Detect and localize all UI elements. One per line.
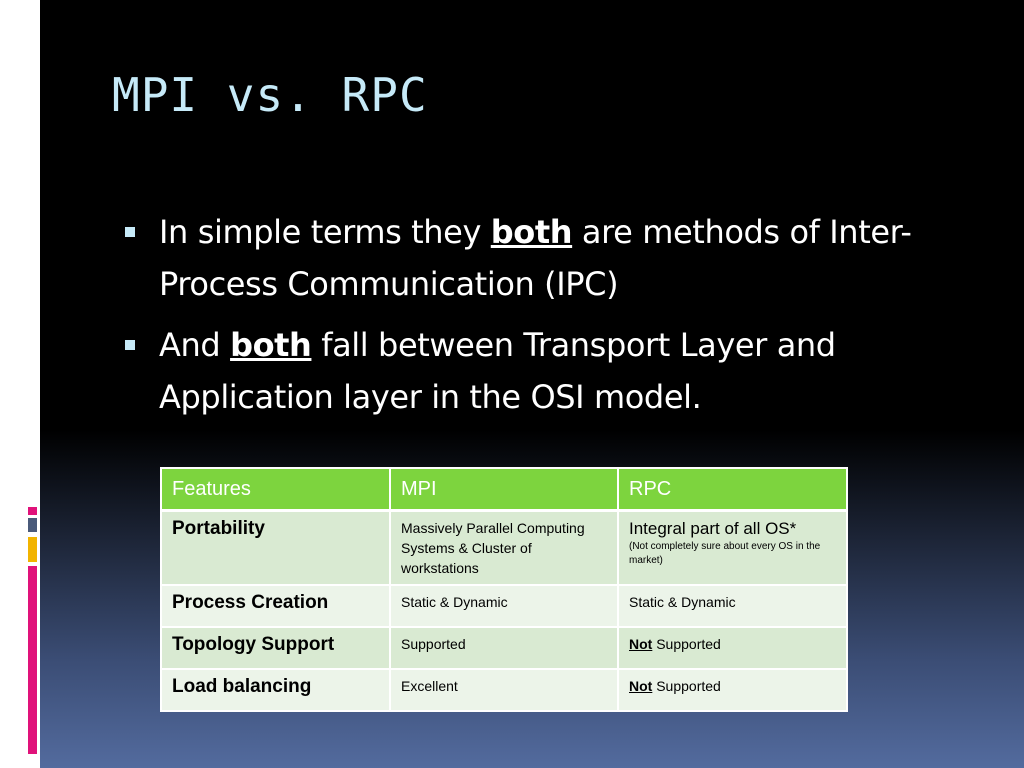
decor-pink-bar (28, 566, 37, 754)
header-rpc: RPC (617, 467, 848, 512)
rpc-not-emphasis: Not (629, 678, 653, 694)
bullet-emphasis: both (490, 213, 573, 251)
mpi-cell: Static & Dynamic (389, 584, 619, 628)
decor-yellow-block (28, 537, 37, 562)
mpi-cell: Excellent (389, 668, 619, 712)
table-header-row: Features MPI RPC (160, 467, 848, 512)
bullet-emphasis: both (230, 326, 312, 364)
table-row: Load balancing Excellent Not Supported (160, 668, 848, 712)
slide-title: MPI vs. RPC (112, 68, 428, 122)
feature-cell: Process Creation (160, 584, 391, 628)
feature-cell: Portability (160, 509, 391, 586)
comparison-table: Features MPI RPC Portability Massively P… (160, 467, 848, 712)
bullet-item-osi: And both fall between Transport Layer an… (122, 319, 922, 423)
mpi-cell: Supported (389, 626, 619, 670)
feature-cell: Topology Support (160, 626, 391, 670)
rpc-portability-main: Integral part of all OS* (629, 519, 797, 538)
bullet-item-ipc: In simple terms they both are methods of… (122, 206, 922, 310)
rpc-not-emphasis: Not (629, 636, 653, 652)
decor-pink-block-small (28, 507, 37, 515)
decor-slate-block (28, 518, 37, 532)
feature-cell: Load balancing (160, 668, 391, 712)
rpc-rest-text: Supported (652, 678, 721, 694)
table-row: Process Creation Static & Dynamic Static… (160, 584, 848, 628)
rpc-rest-text: Supported (652, 636, 721, 652)
rpc-cell: Not Supported (617, 626, 848, 670)
header-features: Features (160, 467, 391, 512)
table-row: Topology Support Supported Not Supported (160, 626, 848, 670)
header-mpi: MPI (389, 467, 619, 512)
bullet-text-pre: In simple terms they (159, 213, 491, 251)
square-bullet-icon (125, 340, 135, 350)
rpc-cell: Static & Dynamic (617, 584, 848, 628)
bullet-text-post: fall between Transport Layer and Applica… (159, 326, 836, 416)
table-row: Portability Massively Parallel Computing… (160, 509, 848, 586)
rpc-portability-note: (Not completely sure about every OS in t… (629, 541, 821, 566)
bullet-list: In simple terms they both are methods of… (122, 206, 922, 432)
square-bullet-icon (125, 227, 135, 237)
rpc-cell: Integral part of all OS* (Not completely… (617, 509, 848, 586)
bullet-text-pre: And (159, 326, 231, 364)
rpc-cell: Not Supported (617, 668, 848, 712)
bullet-text-post: are methods of Inter-Process Communicati… (159, 213, 912, 303)
mpi-cell: Massively Parallel Computing Systems & C… (389, 509, 619, 586)
